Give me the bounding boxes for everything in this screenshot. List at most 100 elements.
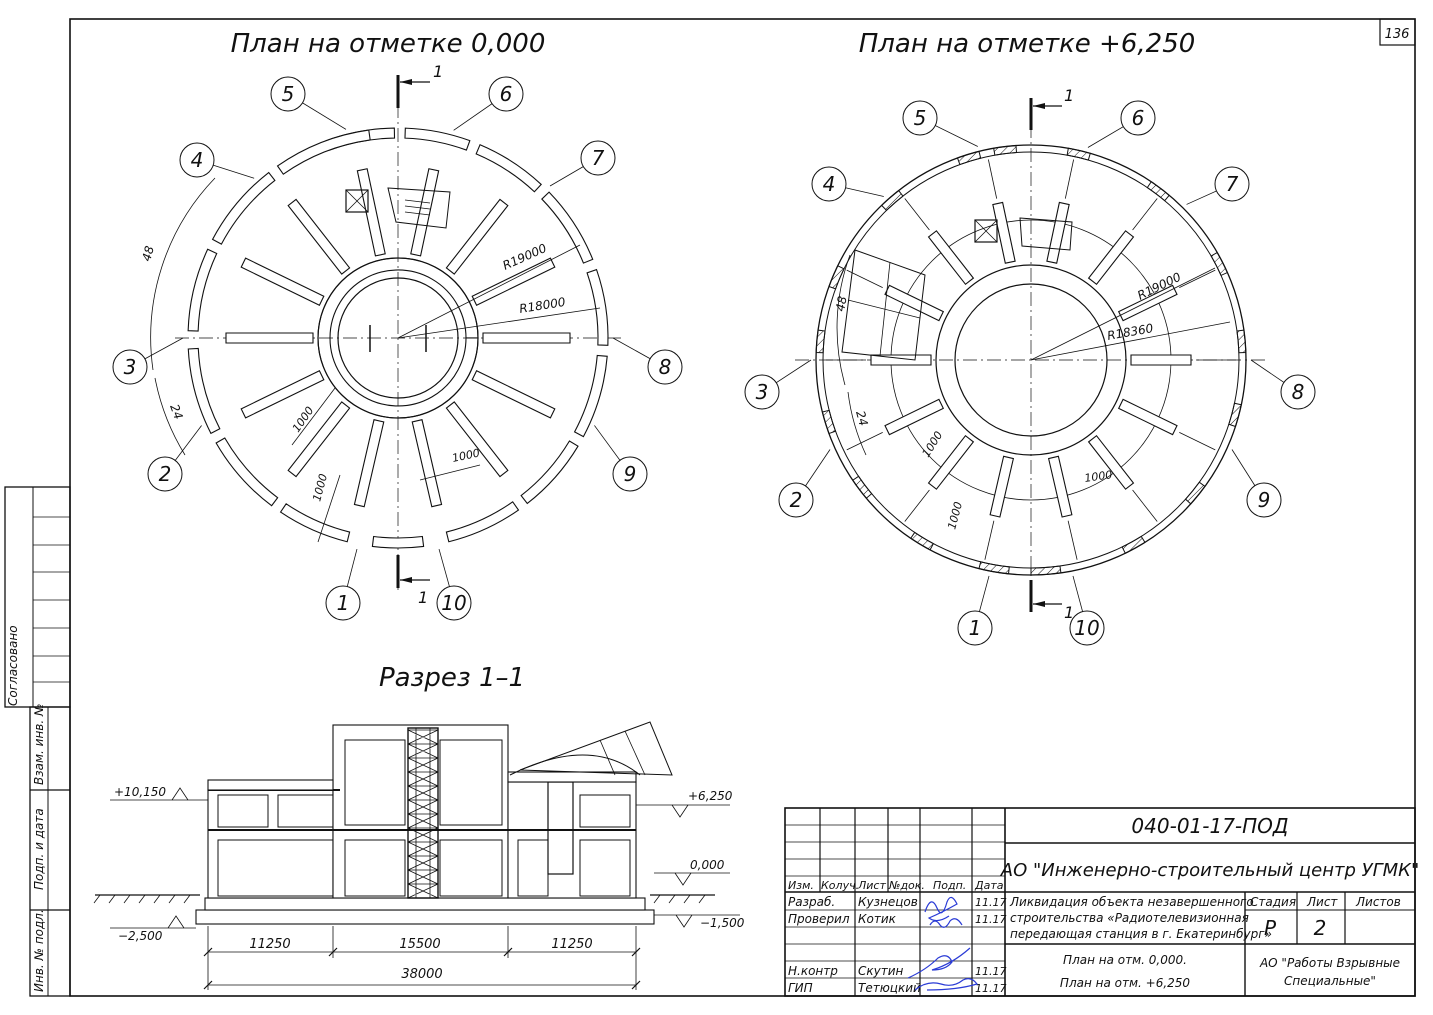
plan1-axis-bubble-3: 3 [112, 337, 184, 385]
tb-row1-date: 11.17 [975, 896, 1007, 909]
plan1-axis-label: 2 [159, 462, 172, 486]
plan1-axis-bubble-4: 4 [179, 142, 255, 179]
section-dim-center: 15500 [399, 937, 440, 952]
sheet-value: 2 [1314, 916, 1327, 940]
plan2-axis-bubble-5: 5 [902, 100, 978, 147]
plan2-axis-label: 2 [790, 488, 803, 512]
tb-row4-role: ГИП [788, 981, 813, 995]
contents-line-1: План на отм. 0,000. [1063, 953, 1187, 967]
tb-row2-name: Котик [858, 912, 897, 926]
plan1-axis-bubble-6: 6 [453, 76, 524, 131]
plan2-axis-label: 8 [1292, 380, 1305, 404]
plan1-axis-bubble-10: 10 [436, 548, 472, 621]
signature-developer [924, 896, 958, 922]
plan2-axis-bubble-6: 6 [1087, 100, 1156, 148]
tb-row4-name: Тетюцкий [858, 981, 921, 995]
section-dim-right: 11250 [551, 937, 592, 952]
plan-level-6250: План на отметке +6,250 R19000 R18360 48 … [744, 29, 1316, 646]
org-line-1: АО "Работы Взрывные [1259, 956, 1400, 970]
plan2-axis-label: 3 [756, 380, 769, 404]
plan2-angle-24: 24 [853, 409, 870, 427]
sheets-label: Листов [1355, 895, 1401, 909]
plan2-axis-label: 7 [1226, 172, 1239, 196]
plan2-axis-bubble-1: 1 [957, 575, 993, 646]
plan1-section-mark-top: 1 [433, 62, 443, 81]
tb-row3-date: 11.17 [975, 965, 1007, 978]
plan1-section-mark-bottom: 1 [418, 588, 428, 607]
plan1-dim-1000-b: 1000 [310, 472, 330, 502]
plan2-dim-1000-c: 1000 [1084, 468, 1114, 485]
plan1-angle-48: 48 [139, 244, 157, 263]
signature-chief-engineer [914, 978, 978, 991]
doc-code: 040-01-17-ПОД [1131, 814, 1288, 838]
tb-row3-role: Н.контр [788, 964, 838, 978]
plan1-axis-label: 3 [124, 355, 137, 379]
plan2-axis-bubble-7: 7 [1186, 166, 1250, 205]
tb-row3-name: Скутин [858, 964, 904, 978]
plan1-axis-label: 6 [500, 82, 513, 106]
stage-label: Стадия [1250, 895, 1296, 909]
section-1-1: Разрез 1–1 [93, 663, 745, 990]
plan1-axis-bubble-7: 7 [549, 140, 616, 187]
plan2-axis-label: 5 [914, 106, 927, 130]
tb-header-docnum: №док. [888, 879, 925, 892]
section-level-zero: 0,000 [690, 858, 725, 872]
project-line-2: строительства «Радиотелевизионная [1010, 911, 1249, 925]
plan2-axis-bubble-9: 9 [1231, 449, 1282, 518]
plan2-dim-1000-b: 1000 [945, 500, 965, 530]
side-stamp-inventory: Инв. № подл. [32, 909, 46, 992]
plan-level-0000: План на отметке 0,000 R19000 R18000 48 2… [112, 29, 683, 621]
plan2-section-mark-top: 1 [1064, 86, 1074, 105]
side-stamp-sign-date: Подп. и дата [32, 808, 46, 890]
plan1-title: План на отметке 0,000 [231, 29, 546, 59]
plan2-axis-bubble-4: 4 [811, 166, 884, 202]
plan1-axis-bubble-1: 1 [325, 548, 361, 621]
plan1-axis-label: 1 [337, 591, 350, 615]
plan1-angle-24: 24 [167, 402, 185, 421]
plan2-axis-bubble-8: 8 [1250, 359, 1316, 410]
plan1-radius-inner: R18000 [518, 295, 566, 316]
signature-checker [929, 918, 963, 928]
contents-line-2: План на отм. +6,250 [1060, 976, 1191, 990]
plan2-axis-label: 4 [823, 172, 836, 196]
tb-header-change: Изм. [788, 879, 814, 892]
tb-header-date: Дата [974, 879, 1004, 892]
plan1-axis-label: 10 [441, 591, 466, 615]
plan2-radius-inner: R18360 [1106, 321, 1155, 343]
title-block: 040-01-17-ПОД АО "Инженерно-строительный… [784, 807, 1419, 997]
section-dim-left: 11250 [249, 937, 290, 952]
plan1-axis-label: 7 [592, 146, 605, 170]
plan1-axis-label: 5 [282, 82, 295, 106]
org-line-2: Специальные" [1284, 974, 1376, 988]
company-name: АО "Инженерно-строительный центр УГМК" [1000, 860, 1419, 881]
section-level-top: +10,150 [114, 785, 166, 799]
plan2-angle-48: 48 [833, 295, 850, 313]
tb-row4-date: 11.17 [975, 982, 1007, 995]
project-line-1: Ликвидация объекта незавершенного [1009, 895, 1254, 909]
tb-row1-name: Кузнецов [858, 895, 918, 909]
tb-header-sheet: Лист [857, 879, 886, 892]
section-level-mid: +6,250 [688, 789, 733, 803]
tb-row2-date: 11.17 [975, 913, 1007, 926]
tb-row2-role: Проверил [788, 912, 850, 926]
tb-header-count: Колуч. [821, 879, 859, 892]
plan2-axis-bubble-2: 2 [778, 449, 831, 518]
signature-norm-control [907, 947, 971, 979]
section-level-low-right: −1,500 [700, 916, 745, 930]
plan2-axis-label: 6 [1132, 106, 1145, 130]
side-stamp-replace: Взам. инв. № [32, 704, 46, 785]
plan2-axis-label: 1 [969, 616, 982, 640]
plan2-dim-1000-a: 1000 [920, 429, 946, 460]
sheet-number-box [1379, 18, 1416, 46]
plan1-axis-label: 4 [191, 148, 204, 172]
stage-value: Р [1264, 916, 1277, 940]
side-stamp: Согласовано Взам. инв. № Подп. и дата Ин… [4, 486, 71, 997]
plan1-axis-bubble-5: 5 [270, 76, 347, 130]
plan2-section-mark-bottom: 1 [1064, 603, 1074, 622]
section-level-low-left: −2,500 [118, 929, 163, 943]
plan1-axis-label: 8 [659, 355, 672, 379]
plan2-axis-label: 9 [1258, 488, 1271, 512]
plan2-title: План на отметке +6,250 [859, 29, 1196, 59]
plan1-axis-bubble-8: 8 [612, 337, 683, 385]
